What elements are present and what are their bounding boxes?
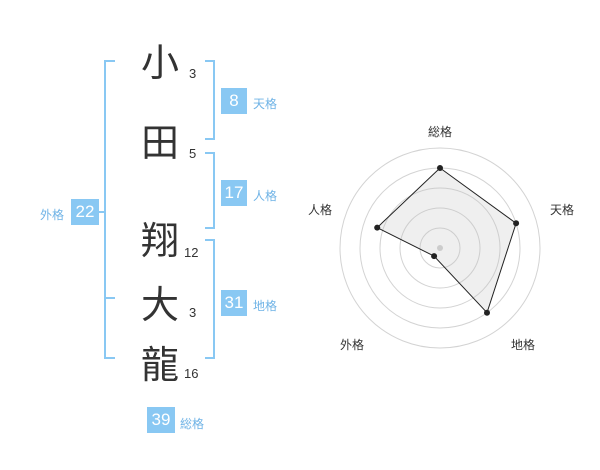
radar-ring-1 <box>419 227 461 269</box>
radar-ring-2 <box>399 207 481 289</box>
gaikaku-bracket-spine <box>104 60 106 359</box>
stroke-count-5: 16 <box>184 366 199 381</box>
tenkaku-bracket-bottom <box>205 138 215 140</box>
radar-point-1 <box>437 165 443 171</box>
tenkaku-value-badge: 8 <box>221 88 247 114</box>
radar-point-5 <box>374 224 381 231</box>
stroke-count-4: 3 <box>189 305 197 320</box>
soukaku-value-badge: 39 <box>147 407 175 433</box>
radar-axis-label-tenkaku: 天格 <box>550 203 575 217</box>
gaikaku-value-badge: 22 <box>71 199 99 225</box>
radar-point-2 <box>513 220 520 227</box>
jinkaku-label: 人格 <box>253 189 278 203</box>
gaikaku-bracket-mid <box>104 297 115 299</box>
radar-axis-label-jinkaku: 人格 <box>308 203 333 217</box>
name-char-1: 小 <box>140 41 179 85</box>
jinkaku-value-badge: 17 <box>221 180 247 206</box>
radar-axis-label-chikaku: 地格 <box>511 338 536 352</box>
gaikaku-label: 外格 <box>40 208 65 222</box>
gaikaku-bracket-top <box>104 60 115 62</box>
stroke-count-2: 5 <box>189 146 197 161</box>
jinkaku-bracket-top <box>205 152 215 154</box>
radar-data-polygon <box>376 167 517 314</box>
jinkaku-bracket-spine <box>213 152 215 229</box>
radar-ring-3 <box>379 187 501 309</box>
jinkaku-bracket-bottom <box>205 227 215 229</box>
radar-axis-label-gaikaku: 外格 <box>340 338 365 352</box>
chikaku-bracket-top <box>205 239 215 241</box>
gaikaku-bracket-bottom <box>104 357 115 359</box>
radar-point-4 <box>431 253 438 260</box>
tenkaku-bracket-top <box>205 60 215 62</box>
name-char-3: 翔 <box>140 219 179 263</box>
tenkaku-label: 天格 <box>253 97 278 111</box>
chikaku-label: 地格 <box>253 299 278 313</box>
stroke-count-3: 12 <box>184 245 199 260</box>
chikaku-value-badge: 31 <box>221 290 247 316</box>
chikaku-bracket-spine <box>213 239 215 359</box>
gaikaku-connector <box>97 211 105 213</box>
radar-center-dot <box>437 245 443 251</box>
name-char-4: 大 <box>140 283 179 327</box>
name-char-5: 龍 <box>140 343 179 387</box>
name-char-2: 田 <box>140 121 179 165</box>
tenkaku-bracket-spine <box>213 60 215 140</box>
stroke-count-1: 3 <box>189 66 197 81</box>
soukaku-label: 総格 <box>180 417 205 431</box>
radar-ring-5 <box>339 147 541 349</box>
radar-axis-label-soukaku: 総格 <box>428 125 453 139</box>
chikaku-bracket-bottom <box>205 357 215 359</box>
radar-point-3 <box>484 309 490 316</box>
